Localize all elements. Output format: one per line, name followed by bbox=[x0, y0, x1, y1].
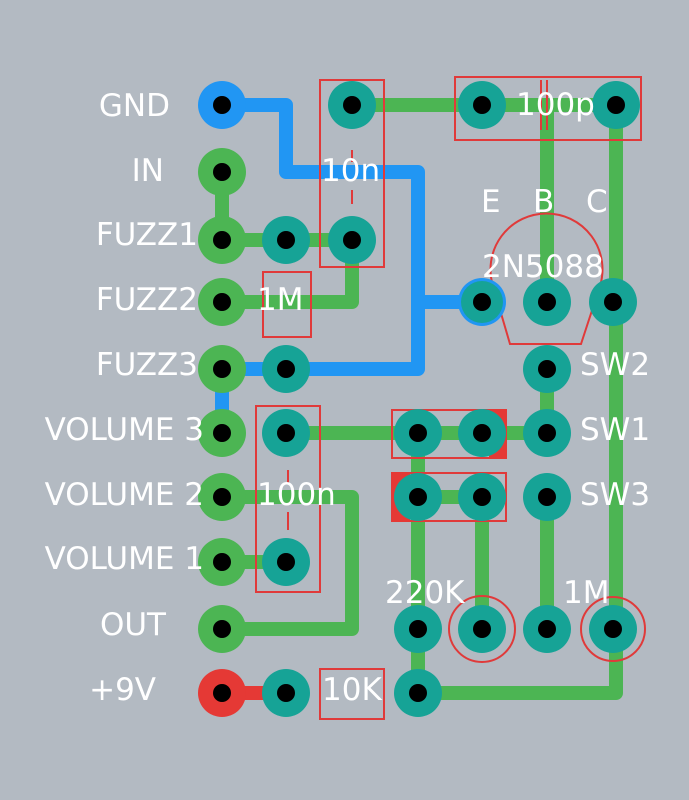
pad-220k-pot bbox=[458, 605, 506, 653]
pad-in bbox=[198, 148, 246, 196]
pad-cap-10n-bottom bbox=[328, 216, 376, 264]
label-res-220k: 220K bbox=[385, 575, 465, 611]
trace-gnd bbox=[215, 98, 489, 309]
pad-switch1-a bbox=[394, 409, 442, 457]
label-transistor: 2N5088 bbox=[482, 249, 604, 285]
label-fuzz1: FUZZ1 bbox=[96, 217, 198, 253]
label-gnd: GND bbox=[99, 88, 170, 124]
pad-cap-100n-bottom bbox=[262, 538, 310, 586]
trace-gnd-volume bbox=[215, 295, 425, 440]
res-10k-outline bbox=[319, 668, 385, 720]
pad-out bbox=[198, 605, 246, 653]
label-res-1m-right: 1M bbox=[563, 575, 609, 611]
pad-10k-b bbox=[394, 669, 442, 717]
pad-1m-b bbox=[589, 605, 637, 653]
pad-fuzz3 bbox=[198, 345, 246, 393]
connector-labels: GND IN FUZZ1 FUZZ2 FUZZ3 VOLUME 3 VOLUME… bbox=[45, 88, 204, 708]
pad-volume1 bbox=[198, 538, 246, 586]
label-cap-10n: 10n bbox=[321, 153, 380, 189]
pad-cap-100p-right bbox=[592, 81, 640, 129]
pad-switch1-b bbox=[458, 409, 506, 457]
label-out: OUT bbox=[100, 607, 167, 643]
pad-9v bbox=[198, 669, 246, 717]
label-volume3: VOLUME 3 bbox=[45, 412, 204, 448]
transistor-labels: E B C 2N5088 bbox=[481, 184, 608, 285]
label-res-1m-left: 1M bbox=[257, 282, 303, 318]
pad-gnd bbox=[198, 81, 246, 129]
pad-cap-10n-top bbox=[328, 81, 376, 129]
pad-220k-top bbox=[394, 605, 442, 653]
label-volume2: VOLUME 2 bbox=[45, 477, 204, 513]
cap-100p-outline bbox=[454, 76, 642, 141]
component-labels: 10n 100p 1M 100n 220K 1M 10K bbox=[257, 87, 609, 708]
cap-100n-outline bbox=[255, 405, 321, 593]
label-volume1: VOLUME 1 bbox=[45, 541, 204, 577]
label-sw1: SW1 bbox=[580, 412, 650, 448]
pad-fuzz3-link bbox=[262, 345, 310, 393]
res-1m-left-outline bbox=[262, 271, 312, 338]
pad-volume2 bbox=[198, 473, 246, 521]
pad-volume3 bbox=[198, 409, 246, 457]
pad-sw3 bbox=[523, 473, 571, 521]
label-cap-100p: 100p bbox=[516, 87, 595, 123]
capacitor-marks bbox=[287, 80, 548, 530]
pad-base bbox=[523, 278, 571, 326]
transistor-outline bbox=[489, 212, 604, 345]
blue-traces bbox=[215, 98, 489, 440]
switch-labels: SW2 SW1 SW3 bbox=[580, 347, 650, 513]
label-cap-100n: 100n bbox=[257, 477, 336, 513]
pad-fuzz2 bbox=[198, 278, 246, 326]
label-sw3: SW3 bbox=[580, 477, 650, 513]
pad-switch3-b bbox=[458, 473, 506, 521]
label-pin-c: C bbox=[586, 184, 608, 220]
pad-collector bbox=[589, 278, 637, 326]
pad-cap-100n-top bbox=[262, 409, 310, 457]
label-in: IN bbox=[132, 153, 164, 189]
label-pin-e: E bbox=[481, 184, 501, 220]
label-sw2: SW2 bbox=[580, 347, 650, 383]
label-fuzz3: FUZZ3 bbox=[96, 347, 198, 383]
pad-res-1m-a bbox=[262, 216, 310, 264]
res-220k-marker bbox=[448, 595, 516, 663]
trace-out bbox=[215, 490, 359, 636]
pad-sw2 bbox=[523, 345, 571, 393]
pad-1m-a bbox=[523, 605, 571, 653]
pad-emitter bbox=[458, 278, 506, 326]
label-res-10k: 10K bbox=[322, 672, 382, 708]
cap-10n-outline bbox=[319, 79, 385, 268]
pad-fuzz1 bbox=[198, 216, 246, 264]
res-1m-right-marker bbox=[580, 596, 646, 662]
pad-cap-100p-left bbox=[458, 81, 506, 129]
pads bbox=[198, 81, 640, 717]
pad-switch3-a bbox=[394, 473, 442, 521]
label-fuzz2: FUZZ2 bbox=[96, 282, 198, 318]
label-9v: +9V bbox=[89, 672, 156, 708]
pad-res-10k-a bbox=[262, 669, 310, 717]
pad-sw1 bbox=[523, 409, 571, 457]
label-pin-b: B bbox=[533, 184, 554, 220]
